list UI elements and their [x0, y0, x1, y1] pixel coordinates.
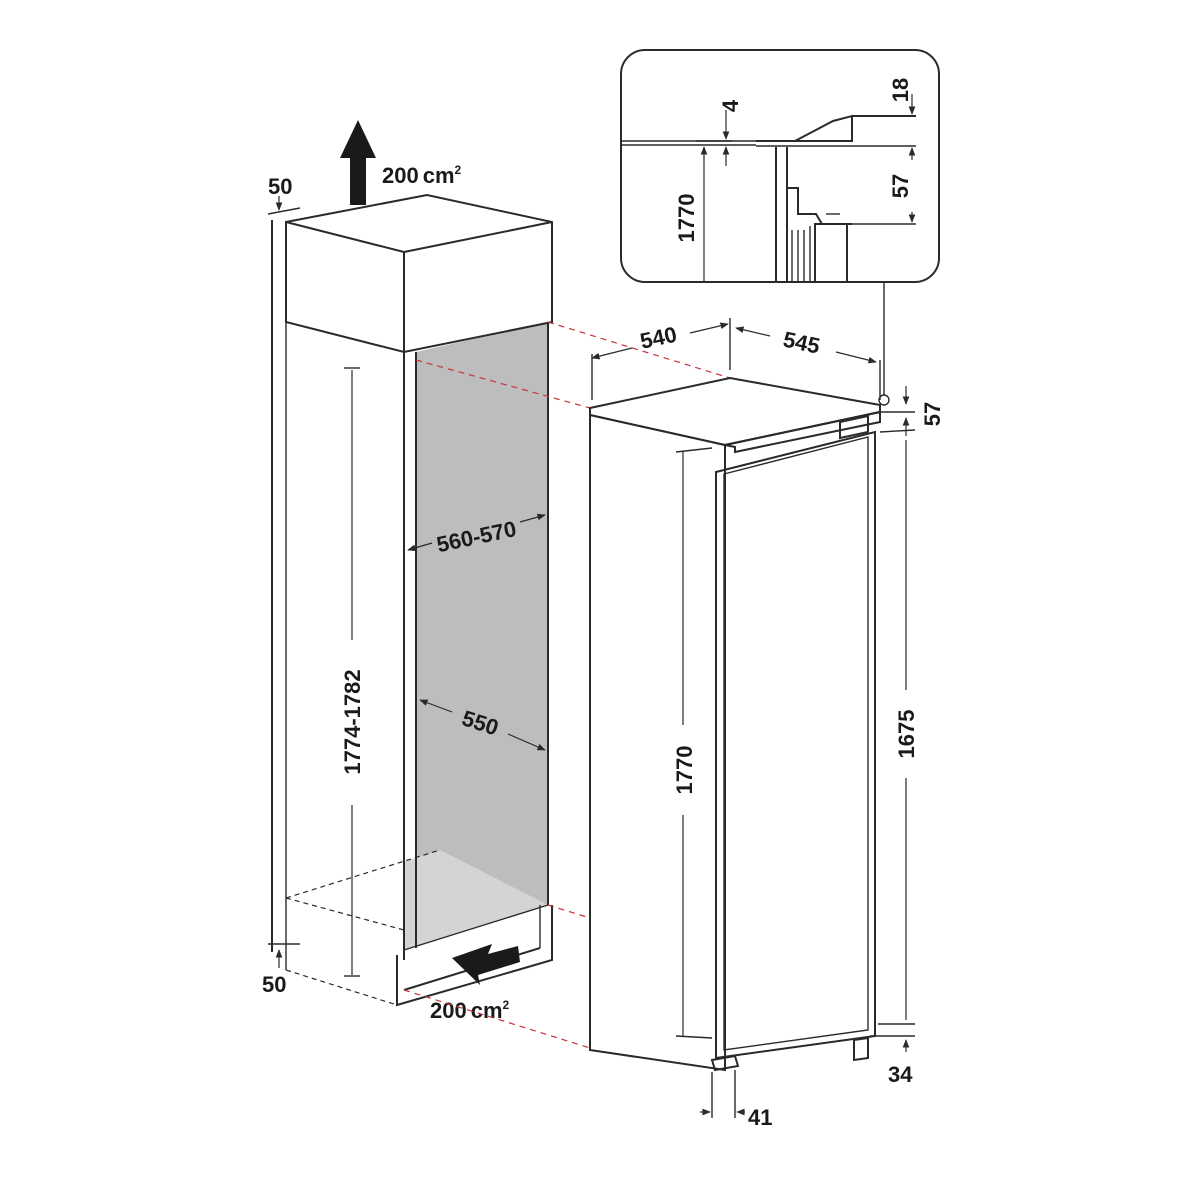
vent-top-arrow	[340, 120, 376, 205]
appliance-height-label: 1770	[672, 746, 697, 795]
niche-floor	[404, 850, 548, 950]
appliance	[589, 376, 881, 1072]
detail-dim-57: 57	[888, 174, 913, 198]
gap-top-label: 50	[268, 174, 292, 199]
door-height-label: 1675	[894, 710, 919, 759]
detail-dim-4: 4	[718, 99, 743, 112]
niche-height-label: 1774-1782	[340, 669, 365, 774]
foot-offset-label: 41	[748, 1105, 772, 1130]
top-offset-label: 57	[920, 402, 945, 426]
niche-cabinet	[271, 193, 553, 1007]
detail-frame	[620, 49, 940, 283]
appliance-width-label: 540	[638, 322, 679, 354]
bottom-offset-label: 34	[888, 1062, 913, 1087]
detail-dim-18: 18	[888, 78, 913, 102]
appliance-depth-label: 545	[781, 327, 822, 359]
niche-back-wall	[416, 322, 548, 947]
detail-dim-1770: 1770	[674, 194, 699, 243]
gap-bottom-label: 50	[262, 972, 286, 997]
detail-inset: 18 4 57 1770	[620, 49, 940, 283]
vent-bottom-arrow	[452, 944, 520, 985]
